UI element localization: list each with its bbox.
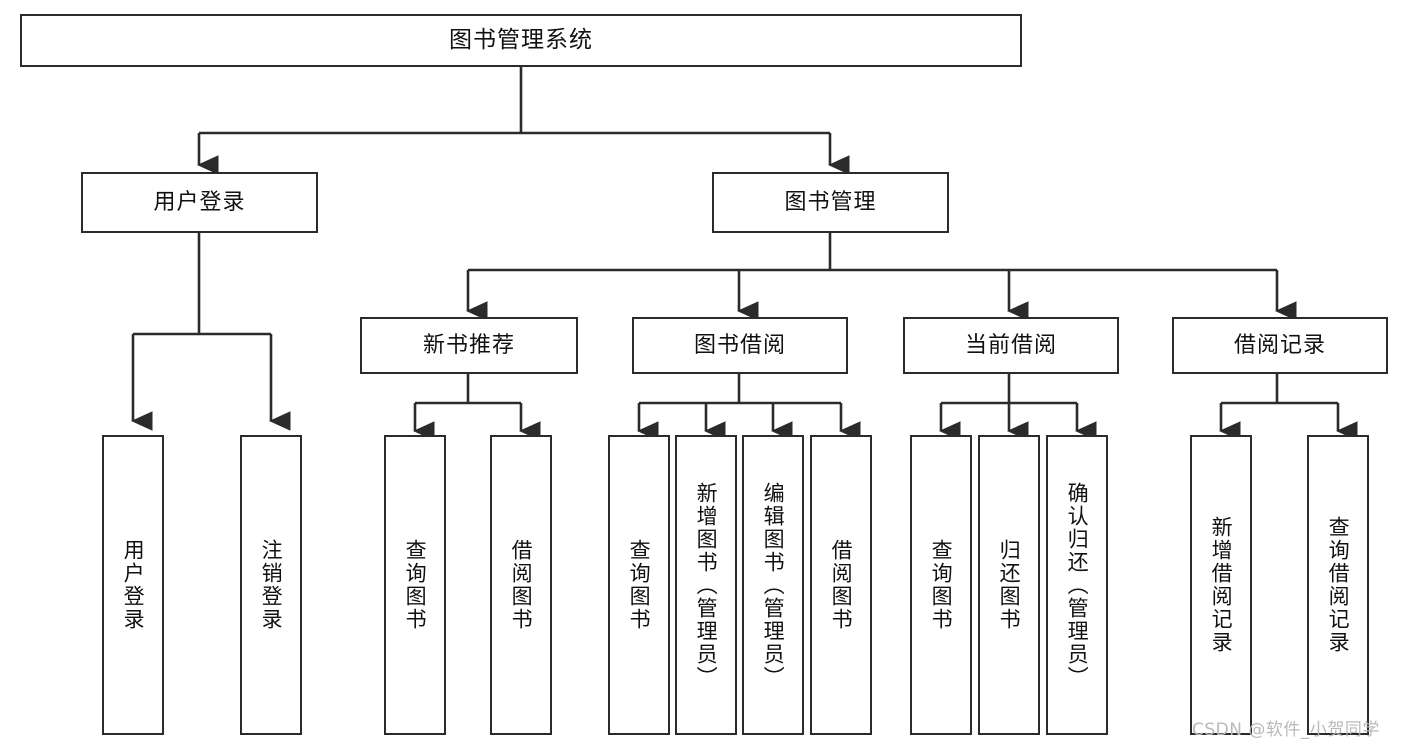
node-borrow-record[interactable]: 借阅记录 (1172, 317, 1388, 374)
leaf-add-book[interactable]: 新增图书（管理员） (675, 435, 737, 735)
leaf-user-login[interactable]: 用户登录 (102, 435, 164, 735)
leaf-borrow-book[interactable]: 借阅图书 (810, 435, 872, 735)
leaf-return-book[interactable]: 归还图书 (978, 435, 1040, 735)
leaf-query-book-current[interactable]: 查询图书 (910, 435, 972, 735)
node-current-borrow[interactable]: 当前借阅 (903, 317, 1119, 374)
leaf-borrow-book-recommend[interactable]: 借阅图书 (490, 435, 552, 735)
leaf-query-book-recommend[interactable]: 查询图书 (384, 435, 446, 735)
leaf-confirm-return[interactable]: 确认归还（管理员） (1046, 435, 1108, 735)
leaf-edit-book[interactable]: 编辑图书（管理员） (742, 435, 804, 735)
leaf-user-logout[interactable]: 注销登录 (240, 435, 302, 735)
watermark-label: CSDN @软件_小贺同学 (1192, 720, 1380, 740)
leaf-query-book-borrow[interactable]: 查询图书 (608, 435, 670, 735)
node-root-system[interactable]: 图书管理系统 (20, 14, 1022, 67)
leaf-add-borrow-record[interactable]: 新增借阅记录 (1190, 435, 1252, 735)
node-book-borrow[interactable]: 图书借阅 (632, 317, 848, 374)
leaf-query-borrow-record[interactable]: 查询借阅记录 (1307, 435, 1369, 735)
node-book-manage[interactable]: 图书管理 (712, 172, 949, 233)
node-user-login[interactable]: 用户登录 (81, 172, 318, 233)
node-new-book-recommend[interactable]: 新书推荐 (360, 317, 578, 374)
